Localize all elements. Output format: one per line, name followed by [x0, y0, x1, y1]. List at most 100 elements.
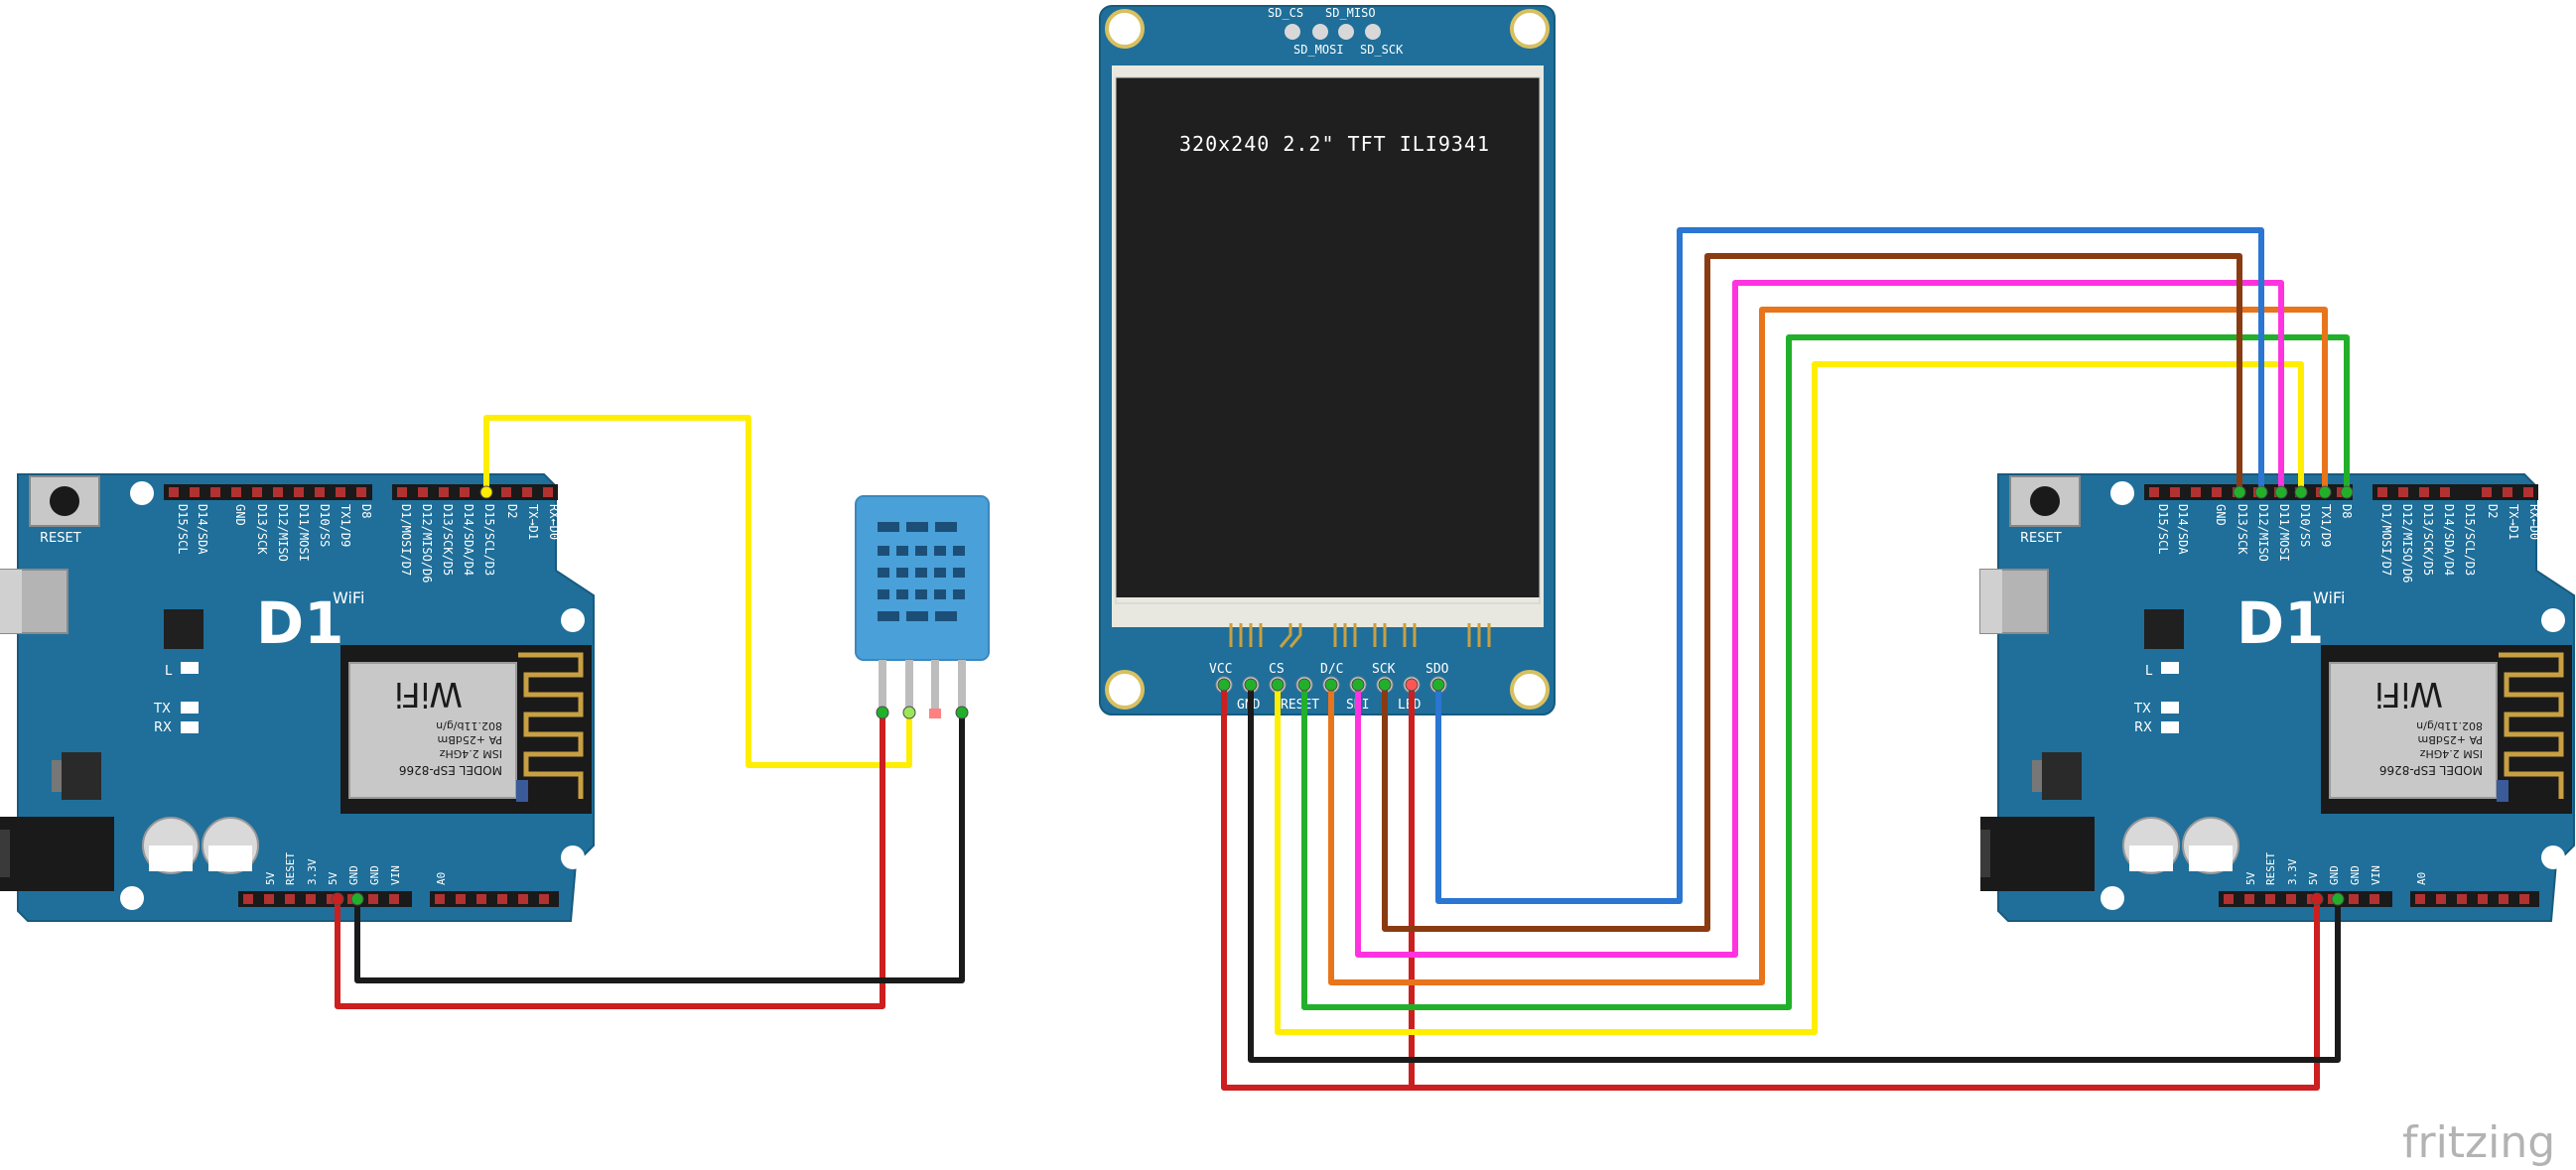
- pin-label: TX1/D9: [2319, 504, 2333, 547]
- mount-hole-icon: [130, 481, 154, 505]
- pin-label: D12/MISO: [276, 504, 290, 562]
- tft-pin-label: VCC: [1209, 662, 1232, 677]
- dht11-sensor: [855, 495, 990, 718]
- mount-hole-icon: [2541, 845, 2565, 869]
- screen-title: 320x240 2.2" TFT ILI9341: [1179, 132, 1490, 156]
- wire-brown-tft-sck: [1382, 253, 2242, 932]
- board-logo-suffix: WiFi: [333, 588, 364, 607]
- sd-label: SD_MISO: [1325, 6, 1376, 20]
- led-label: TX: [2133, 702, 2151, 716]
- pin-label: A0: [2415, 872, 2428, 885]
- pin-label: A0: [435, 872, 448, 885]
- pin-label: D15/SCL: [2156, 504, 2170, 555]
- mount-hole-icon: [1510, 9, 1550, 49]
- regulator-chip: [62, 752, 101, 800]
- pin-label: D15/SCL/D3: [2463, 504, 2477, 576]
- mount-hole-icon: [2541, 608, 2565, 632]
- top-pin-labels: D15/SCL D14/SDA GND D13/SCK D12/MISO D11…: [2156, 504, 2541, 583]
- pin-label: D15/SCL: [176, 504, 190, 555]
- pin-label: D11/MOSI: [297, 504, 311, 562]
- pin-label: D15/SCL/D3: [482, 504, 496, 576]
- sd-label: SD_SCK: [1360, 43, 1404, 57]
- pin-label: 3.3V: [2286, 858, 2299, 885]
- led-icon: [2161, 662, 2179, 674]
- led-label: L: [2145, 664, 2153, 679]
- pin-label: GND: [2214, 504, 2228, 526]
- pin-label: GND: [2328, 865, 2341, 885]
- tft-pin-label: D/C: [1320, 662, 1343, 677]
- wire-red-dht-vcc: [335, 710, 885, 1009]
- wire-red-tft-vcc: [1221, 682, 2320, 1091]
- module-text: 802.11b/g/n: [2416, 719, 2483, 732]
- regulator-chip: [2042, 752, 2082, 800]
- right-d1-board: RESET D15/SCL D14/SDA GND D13/SCK D12/MI…: [1979, 473, 2575, 922]
- wire-yellow-tft-cs: [1275, 361, 2304, 1035]
- pin-label: GND: [347, 865, 360, 885]
- screen: [1116, 77, 1540, 597]
- fritzing-watermark: fritzing: [2402, 1117, 2555, 1168]
- led-icon: [181, 702, 199, 714]
- module-text: ISM 2.4GHz: [2419, 747, 2483, 760]
- pin-label: GND: [233, 504, 247, 526]
- esp8266-module: MODEL ESP-8266 ISM 2.4GHz PA +25dBm 802.…: [340, 645, 592, 814]
- board-logo: D1: [2237, 589, 2325, 657]
- mount-hole-icon: [1105, 670, 1145, 710]
- reset-label: RESET: [40, 531, 81, 546]
- esp8266-module: MODEL ESP-8266 ISM 2.4GHz PA +25dBm 802.…: [2321, 645, 2572, 814]
- dc-jack: [0, 817, 114, 891]
- pin-label: VIN: [2370, 865, 2382, 885]
- led-label: L: [165, 664, 173, 679]
- left-d1-board: RESET D15/SCL D14/SDA GND D13/SCK D1: [0, 473, 595, 922]
- pin-label: D10/SS: [318, 504, 332, 547]
- led-icon: [2161, 721, 2179, 733]
- usb-chip: [2144, 609, 2184, 649]
- pin-label: RESET: [284, 852, 297, 885]
- module-text: WiFi: [394, 674, 463, 714]
- pin-label: D13/SCK: [2236, 504, 2249, 555]
- tft-pin-label: SDO: [1425, 662, 1449, 677]
- pin-label: 3.3V: [306, 858, 319, 885]
- led-label: RX: [2134, 720, 2152, 735]
- mount-hole-icon: [2101, 886, 2124, 910]
- bottom-pin-labels: 5V RESET 3.3V 5V GND GND VIN A0: [264, 852, 448, 885]
- reset-label: RESET: [2020, 531, 2062, 546]
- tft-pin-label: CS: [1269, 662, 1285, 677]
- led-icon: [2161, 702, 2179, 714]
- pin-label: D8: [359, 504, 373, 518]
- pin-label: D14/SDA: [196, 504, 209, 555]
- wire-endpoints: [331, 485, 2354, 906]
- wire-orange-tft-dc: [1328, 307, 2328, 985]
- pin-label: 5V: [2307, 871, 2320, 885]
- pin-label: TX→D1: [526, 504, 540, 540]
- wire-black-dht-gnd: [354, 710, 965, 983]
- top-pin-labels: D15/SCL D14/SDA GND D13/SCK D12/MISO D11…: [176, 504, 561, 583]
- led-label: TX: [153, 702, 171, 716]
- board-logo: D1: [256, 589, 344, 657]
- pin-label: D13/SCK/D5: [441, 504, 455, 576]
- reset-button: RESET: [2009, 475, 2081, 546]
- wire-black-tft-gnd: [1248, 682, 2341, 1063]
- pin-label: RX←D0: [2527, 504, 2541, 540]
- pin-label: D11/MOSI: [2277, 504, 2291, 562]
- pin-label: GND: [2349, 865, 2362, 885]
- board-logo-suffix: WiFi: [2313, 588, 2345, 607]
- pin-label: D14/SDA/D4: [462, 504, 475, 576]
- module-text: MODEL ESP-8266: [399, 763, 502, 777]
- tft-pin-label: RESET: [1281, 698, 1319, 713]
- pin-label: 5V: [327, 871, 339, 885]
- mount-hole-icon: [1105, 9, 1145, 49]
- pin-label: TX→D1: [2507, 504, 2520, 540]
- top-header-right: [392, 484, 558, 500]
- pin-label: RX←D0: [547, 504, 561, 540]
- wire-blue-tft-sdo: [1435, 227, 2264, 904]
- sd-label: SD_MOSI: [1293, 43, 1344, 57]
- tft-pin-label: SCK: [1372, 662, 1396, 677]
- mount-hole-icon: [561, 845, 585, 869]
- pin-label: D12/MISO/D6: [420, 504, 434, 583]
- pin-label: D14/SDA: [2176, 504, 2190, 555]
- pin-label: RESET: [2264, 852, 2277, 885]
- mount-hole-icon: [561, 608, 585, 632]
- pin-label: D14/SDA/D4: [2442, 504, 2456, 576]
- module-text: 802.11b/g/n: [436, 719, 502, 732]
